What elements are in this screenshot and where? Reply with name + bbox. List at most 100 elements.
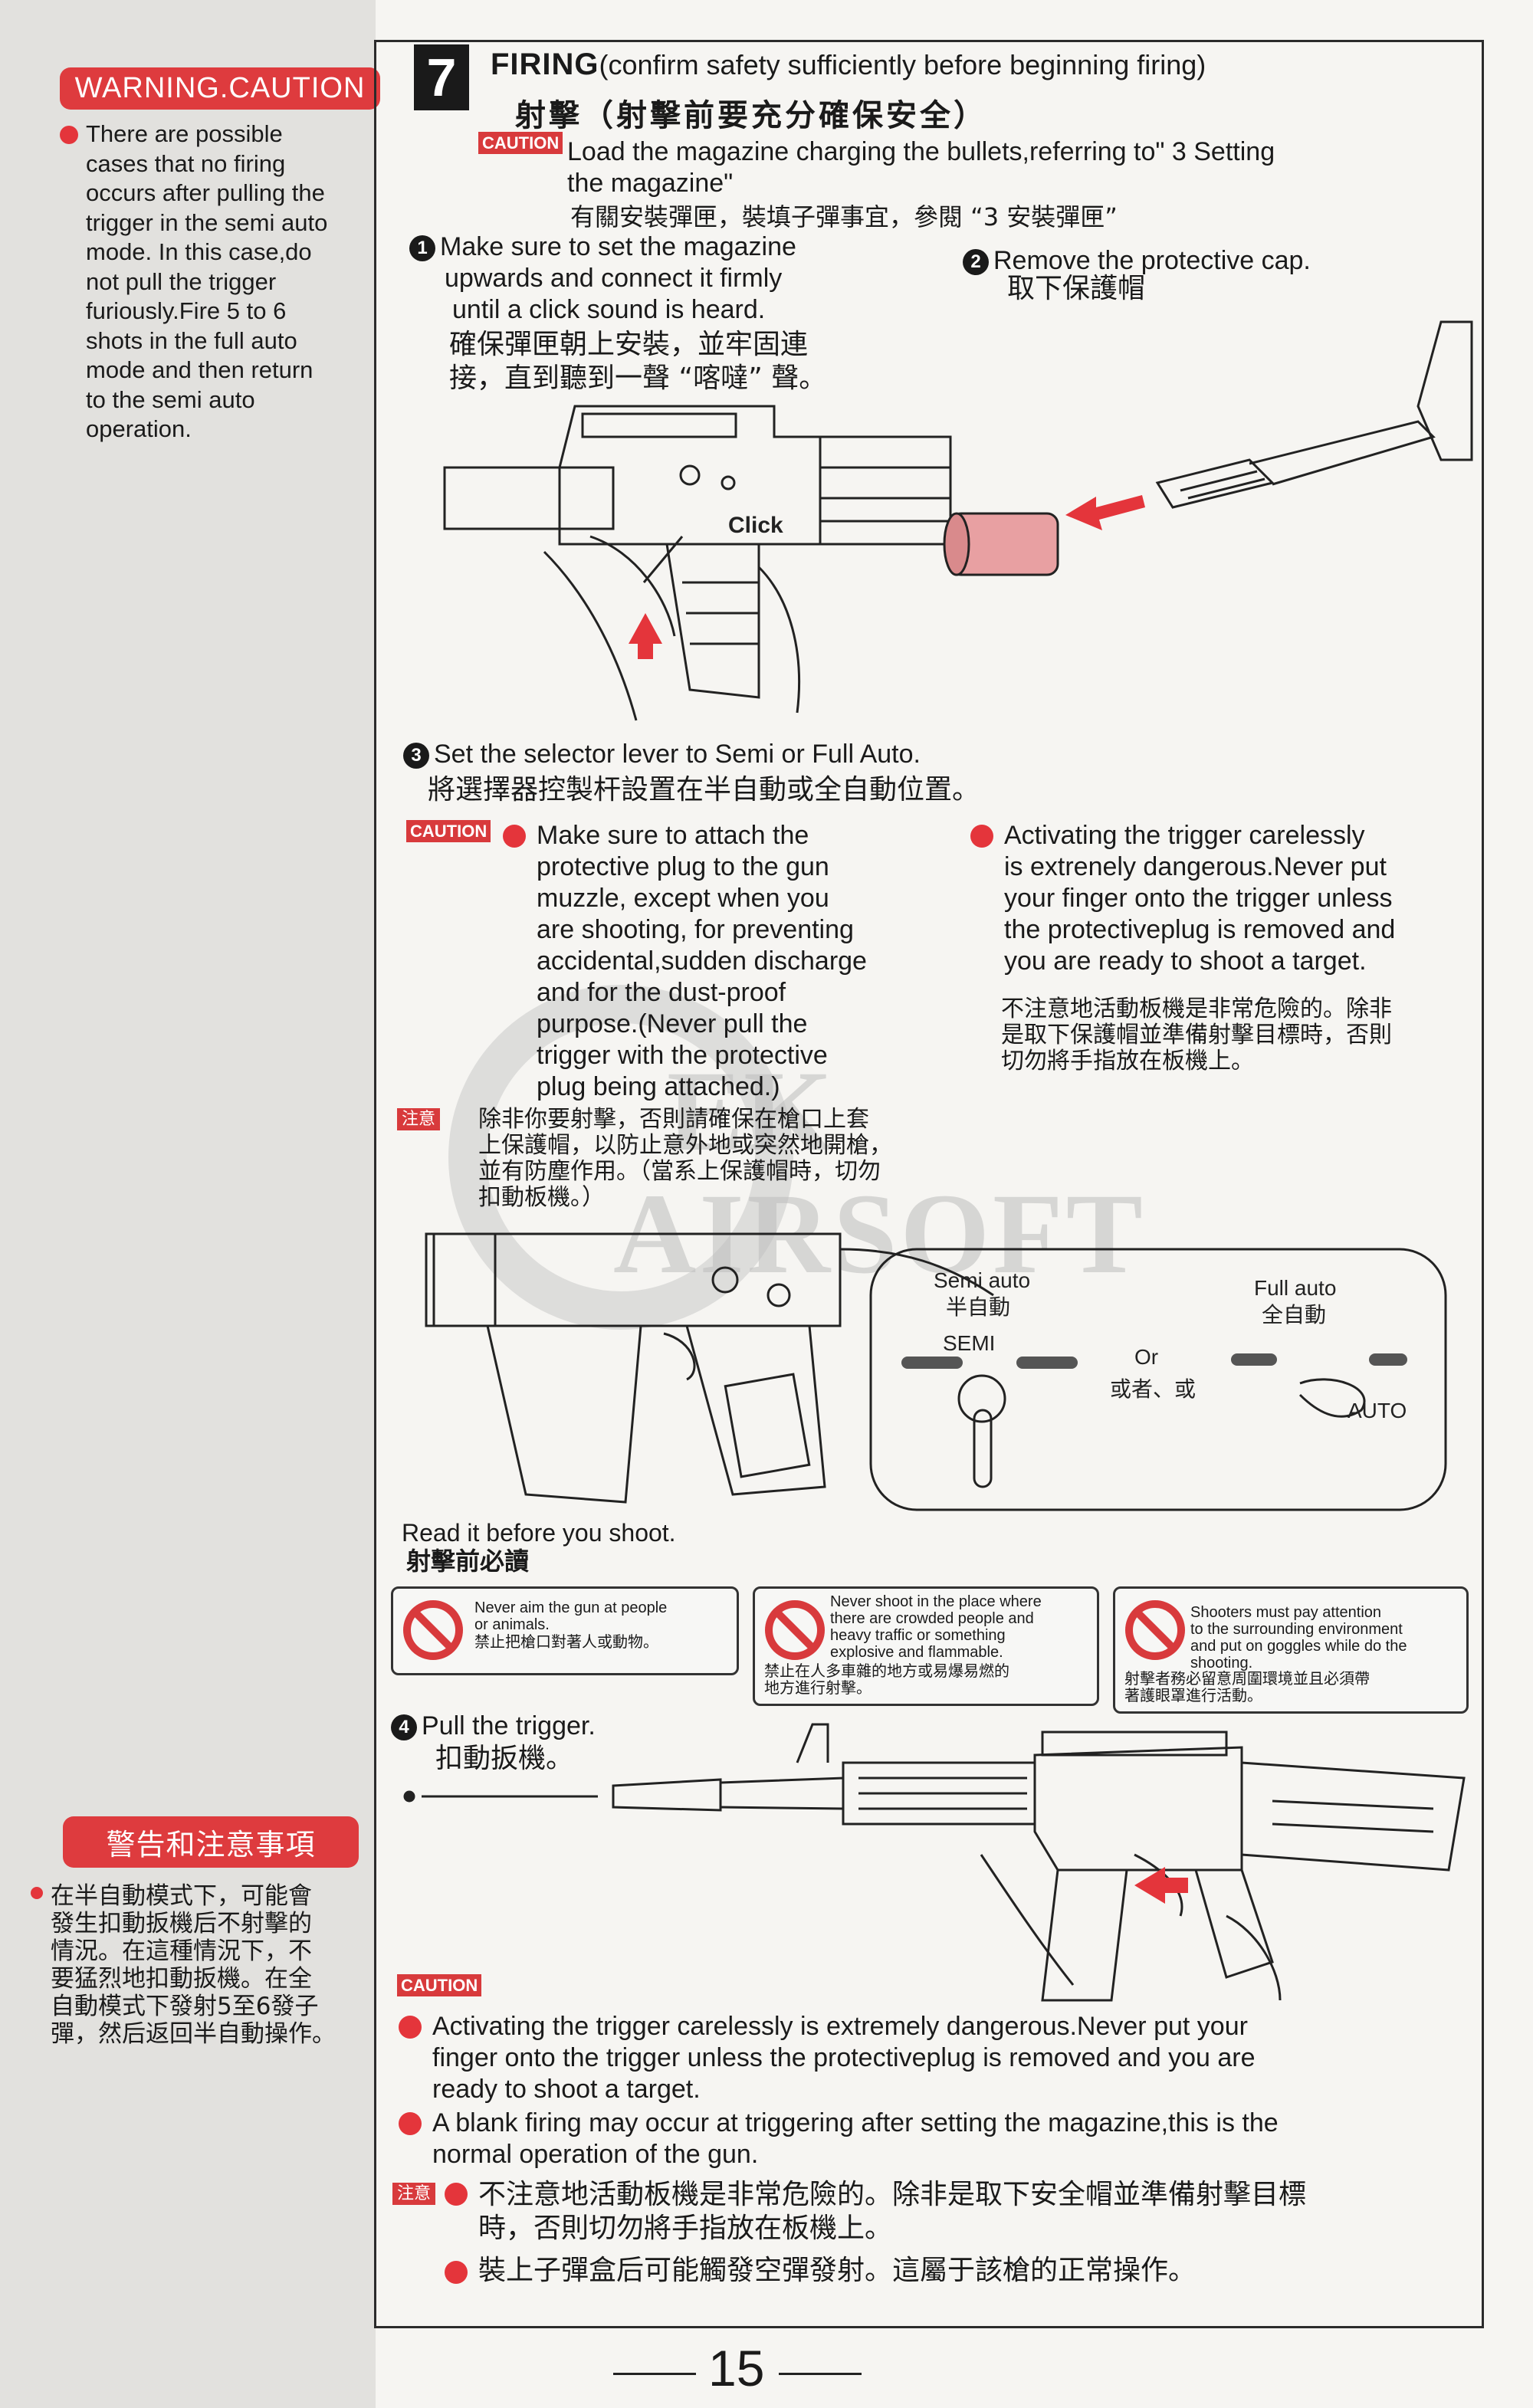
bc-cn2: 裝上子彈盒后可能觸發空彈發射。這屬于該槍的正常操作。 (478, 2255, 1197, 2286)
warning-line: shots in the full auto (86, 326, 297, 354)
selector-lever-icon (957, 1374, 1366, 1488)
zhuyi-badge-2: 注意 (392, 2180, 436, 2205)
prohibited-icon (403, 1600, 463, 1660)
zhuyi-label: 注意 (397, 1108, 441, 1130)
cn-warning-lines: 在半自動模式下，可能會發生扣動扳機后不射擊的情況。在這種情況下，不要猛烈地扣動扳… (31, 1882, 368, 2048)
caution-label: CAUTION (478, 132, 563, 154)
or-label: Or (1134, 1345, 1158, 1369)
trigger-arrow-icon (1134, 1867, 1188, 1904)
bc-p2-2: normal operation of the gun. (432, 2140, 759, 2169)
step3-cn: 將選擇器控製杆設置在半自動或全自動位置。 (428, 774, 980, 805)
cn-warning-line: 自動模式下發射5至6發子 (51, 1993, 319, 2020)
caution-left-line: protective plug to the gun (537, 852, 829, 881)
bc-p1-2: finger onto the trigger unless the prote… (432, 2043, 1256, 2072)
caution-left-line: plug being attached.) (537, 1072, 780, 1101)
warn-2-cn-1: 禁止在人多車雜的地方或易爆易燃的 (764, 1662, 1009, 1680)
caution-left-cn-line: 上保護帽，以防止意外地或突然地開槍， (478, 1132, 892, 1159)
cn-warning-line: 情況。在這種情況下，不 (51, 1937, 312, 1965)
caution-left-line: trigger with the protective (537, 1041, 828, 1070)
auto-label: AUTO (1348, 1399, 1407, 1422)
bullet-dot-icon (399, 2016, 422, 2039)
step3-en: Set the selector lever to Semi or Full A… (434, 740, 921, 769)
warn-2-en-4: explosive and flammable. (830, 1644, 1003, 1661)
warning-line: cases that no firing (86, 149, 286, 177)
step1-cn-1: 確保彈匣朝上安裝，並牢固連 (449, 329, 809, 360)
semi-label: SEMI (943, 1331, 995, 1355)
warning-caution-pill: WARNING.CAUTION (60, 67, 380, 110)
cn-warning-pill: 警告和注意事項 (63, 1816, 359, 1868)
protective-cap-icon (943, 512, 1059, 576)
warning-line: trigger in the semi auto (86, 208, 328, 236)
caution-right-line: Activating the trigger carelessly (1004, 821, 1365, 850)
warning-line: mode. In this case,do (86, 238, 312, 265)
prohibited-icon (1125, 1600, 1185, 1660)
up-arrow-icon (629, 613, 662, 659)
bc-cn1-2: 時，否則切勿將手指放在板機上。 (478, 2213, 893, 2244)
caution-right-line: you are ready to shoot a target. (1004, 946, 1367, 976)
caution-right-cn: 不注意地活動板機是非常危險的。除非是取下保護帽並準備射擊目標時，否則切勿將手指放… (1001, 996, 1476, 1074)
caution-right-line: your finger onto the trigger unless (1004, 884, 1393, 913)
step1-cn-2: 接，直到聽到一聲 “喀噠” 聲。 (449, 363, 827, 394)
step3-number-icon: 3 (403, 743, 429, 769)
click-label: Click (728, 513, 783, 538)
caution-left-cn-line: 並有防塵作用。（當系上保護帽時，切勿 (478, 1158, 881, 1185)
caution-right-cn-line: 切勿將手指放在板機上。 (1001, 1048, 1254, 1074)
step2-en: Remove the protective cap. (993, 246, 1311, 275)
caution-left-cn-line: 除非你要射擊，否則請確保在槍口上套 (478, 1106, 869, 1133)
step1-cn: 確保彈匣朝上安裝，並牢固連 接，直到聽到一聲 “喀噠” 聲。 (449, 328, 826, 395)
step1-en-2: upwards and connect it firmly (445, 264, 783, 293)
warn-2-en-1: Never shoot in the place where (830, 1593, 1042, 1610)
bottom-caution-p2: A blank firing may occur at triggering a… (399, 2108, 1464, 2170)
warn-3-en-4: shooting. (1190, 1655, 1253, 1671)
caution-label-2: CAUTION (406, 820, 491, 842)
cn-warning-text: 在半自動模式下，可能會發生扣動扳機后不射擊的情況。在這種情況下，不要猛烈地扣動扳… (31, 1882, 368, 2048)
step2-number-icon: 2 (963, 249, 989, 276)
step1-en-1: Make sure to set the magazine (440, 232, 796, 261)
step4-cn: 扣動扳機。 (435, 1743, 574, 1774)
title-cn: 射擊（射擊前要充分確保安全） (515, 98, 987, 133)
warn-box-1-text: Never aim the gun at people or animals. … (474, 1599, 727, 1650)
warn-1-cn-1: 禁止把槍口對著人或動物。 (474, 1632, 658, 1651)
page-number: 15 (708, 2340, 765, 2397)
step1-en-3: until a click sound is heard. (452, 295, 766, 324)
bullet-dot-icon (970, 825, 993, 848)
warn-1-en-1: Never aim the gun at people (474, 1599, 668, 1616)
warn-2-cn-2: 地方進行射擊。 (764, 1678, 872, 1697)
bottom-cn-1: 不注意地活動板機是非常危險的。除非是取下安全帽並準備射擊目標 時，否則切勿將手指… (445, 2178, 1472, 2246)
warn-2-en-3: heavy traffic or something (830, 1627, 1006, 1644)
section-title: FIRING(confirm safety sufficiently befor… (491, 48, 1472, 82)
bottom-caution-p2-lines: A blank firing may occur at triggering a… (399, 2108, 1464, 2170)
bottom-caution-p1: Activating the trigger carelessly is ext… (399, 2011, 1464, 2105)
warn-box-3-text: Shooters must pay attention to the surro… (1190, 1604, 1459, 1671)
warn-2-en-2: there are crowded people and (830, 1610, 1034, 1627)
cn-warning-line: 在半自動模式下，可能會 (51, 1882, 312, 1910)
warn-box-1: Never aim the gun at people or animals. … (391, 1586, 739, 1675)
cn-warning-line: 發生扣動扳機后不射擊的 (51, 1910, 312, 1937)
step2-cn: 取下保護帽 (1007, 273, 1146, 304)
intro-en: Load the magazine charging the bullets,r… (567, 136, 1472, 199)
caution-left-line: muzzle, except when you (537, 884, 829, 913)
title-firing: FIRING (491, 48, 599, 81)
caution-badge-2: CAUTION (406, 820, 491, 842)
protective-cap-illustration (943, 320, 1473, 576)
caution-left-line: accidental,sudden discharge (537, 946, 867, 976)
bc-p1-1: Activating the trigger carelessly is ext… (432, 2012, 1248, 2041)
warn-box-2: Never shoot in the place where there are… (753, 1586, 1099, 1706)
selector-illustration: Semi auto 半自動 SEMI Or 或者、或 Full auto 全自動… (425, 1232, 1447, 1511)
warn-box-2-text: Never shoot in the place where there are… (830, 1593, 1091, 1661)
warn-box-3: Shooters must pay attention to the surro… (1113, 1586, 1469, 1714)
warn-1-en-2: or animals. (474, 1616, 550, 1633)
watermark-text-1: EK (667, 1048, 833, 1175)
step4-number-icon: 4 (391, 1714, 417, 1741)
semi-cn-label: 半自動 (946, 1294, 1010, 1320)
full-auto-label: Full auto (1254, 1276, 1336, 1300)
bottom-cn-1-lines: 不注意地活動板機是非常危險的。除非是取下安全帽並準備射擊目標 時，否則切勿將手指… (445, 2178, 1472, 2246)
warning-line: occurs after pulling the (86, 179, 325, 206)
caution-right-line: is extrenely dangerous.Never put (1004, 852, 1387, 881)
